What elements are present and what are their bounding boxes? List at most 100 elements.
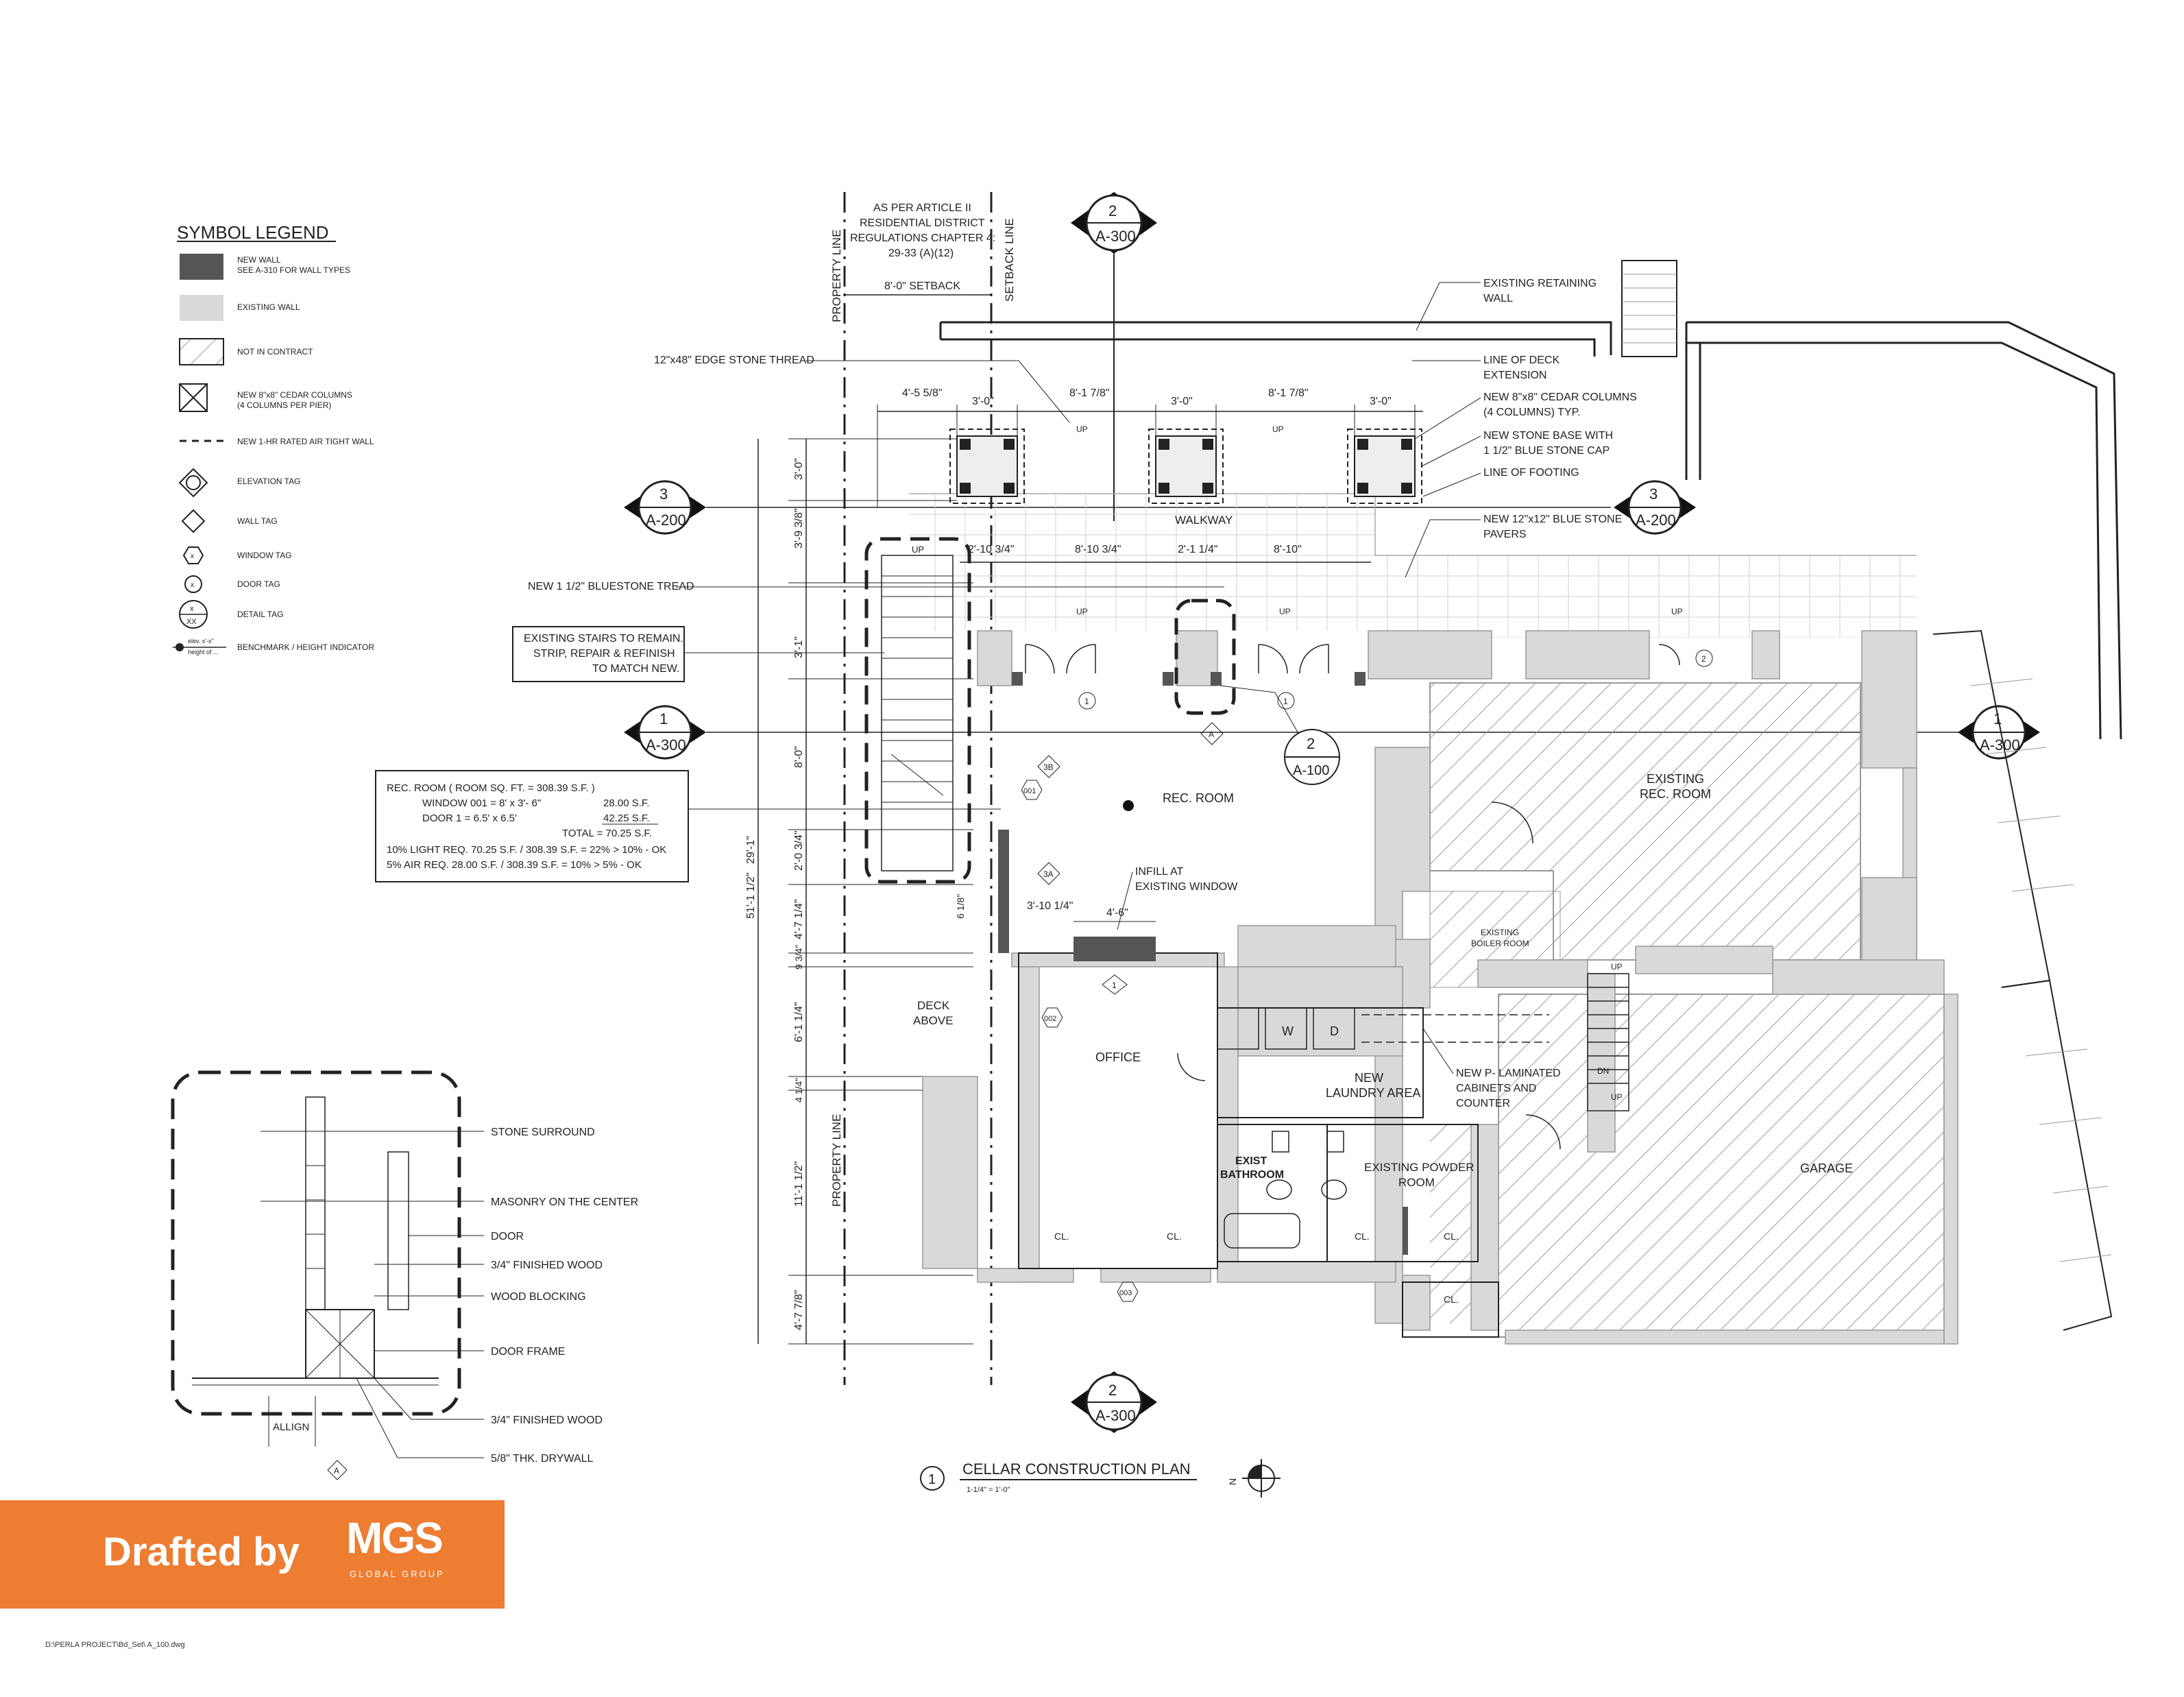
door-swings [1025, 644, 1680, 1150]
zoning-note-2: RESIDENTIAL DISTRICT [860, 217, 985, 229]
detail-label-3: DOOR [491, 1231, 524, 1242]
room-deck-1: DECK [917, 999, 950, 1012]
walkway-label: WALKWAY [1175, 514, 1233, 527]
legend-door-tag-icon [184, 575, 202, 593]
room-garage: GARAGE [1800, 1162, 1853, 1175]
stairs-note-3: TO MATCH NEW. [592, 663, 679, 675]
dn-label: DN [1597, 1066, 1609, 1076]
callout-laminated-1: NEW P- LAMINATED [1456, 1068, 1561, 1079]
property-line-label-top: PROPERTY LINE [830, 230, 843, 322]
plan-marks: 1 1 2 1 001 002 003 3B 3A A [1021, 649, 1713, 1302]
setback-dimension: 8'-0" SETBACK [884, 280, 960, 292]
legend-item-new-wall: NEW WALL [237, 255, 281, 265]
legend-elevation-tag-icon [178, 468, 208, 498]
dim-top-2: 3'-0" [972, 396, 994, 407]
dim-left-11: 4'-7 7/8" [793, 1290, 805, 1330]
legend-detail-tag-xx: XX [186, 618, 197, 626]
legend-detail-tag-x: x [190, 605, 194, 613]
dim-left-5: 2'-0 3/4" [793, 830, 805, 871]
up-label-2: UP [1272, 424, 1284, 434]
legend-benchmark-icon [173, 643, 226, 651]
tag-right1-sheet: A-300 [1980, 736, 2020, 754]
wall-mark-3a: 3A [1043, 869, 1054, 879]
symbol-legend: SYMBOL LEGEND NEW WALL SEE A-310 FOR WAL… [173, 222, 374, 655]
pier-1 [949, 429, 1025, 504]
detail-allign: ALLIGN [273, 1421, 309, 1433]
detail-tag-sheet: A-100 [1293, 763, 1329, 778]
stairs-note-1: EXISTING STAIRS TO REMAIN. [524, 633, 683, 645]
rec-room-benchmark [1123, 800, 1134, 811]
elevation-tag-right-1: 1 A-300 [1958, 705, 2040, 760]
elevation-tag-right-3: 3 A-200 [1614, 480, 1696, 535]
callout-cedar-2: (4 COLUMNS) TYP. [1483, 407, 1581, 418]
room-labels: REC. ROOM EXISTING REC. ROOM EXISTING BO… [913, 424, 1853, 1305]
drafted-by-text: Drafted by [103, 1530, 300, 1574]
room-office: OFFICE [1095, 1050, 1141, 1064]
calc-line-6: 5% AIR REQ. 28.00 S.F. / 308.39 S.F. = 1… [387, 859, 642, 871]
room-boiler-1: EXISTING [1481, 928, 1519, 937]
detail-label-1: STONE SURROUND [491, 1127, 595, 1138]
room-existing-rec-2: REC. ROOM [1640, 787, 1711, 801]
top-dimensions: 4'-5 5/8" 3'-0" 8'-1 7/8" 3'-0" 8'-1 7/8… [877, 387, 1423, 563]
stairs-note-2: STRIP, REPAIR & REFINISH [533, 648, 675, 660]
tag-top-sheet: A-300 [1095, 228, 1136, 245]
calc-line-2: WINDOW 001 = 8' x 3'- 6" [422, 797, 541, 809]
room-boiler-2: BOILER ROOM [1471, 939, 1529, 948]
legend-item-wall-tag: WALL TAG [237, 516, 278, 526]
room-existing-rec-1: EXISTING [1647, 772, 1704, 786]
dim-left-6: 4'-7 1/4" [793, 899, 805, 939]
closet-5: CL. [1444, 1294, 1459, 1305]
closet-2: CL. [1167, 1231, 1182, 1242]
dim-row-2: 8'-10 3/4" [1075, 544, 1121, 555]
tag-left1-num: 1 [659, 710, 668, 727]
callout-laminated-2: CABINETS AND [1456, 1083, 1536, 1094]
setback-line-label: SETBACK LINE [1003, 218, 1016, 302]
dim-row-4: 8'-10" [1274, 544, 1302, 555]
tag-bottom-sheet: A-300 [1095, 1407, 1136, 1424]
callout-footing: LINE OF FOOTING [1483, 467, 1579, 479]
legend-bench-elev: elev. x'-x" [188, 638, 214, 645]
tag-left3-sheet: A-200 [646, 511, 686, 529]
zoning-note-1: AS PER ARTICLE II [873, 202, 971, 214]
dim-infill-2: 4'-6" [1106, 907, 1128, 919]
detail-tag-a: A [334, 1466, 339, 1476]
door-mark-1c: 1 [1112, 980, 1117, 990]
pier-3 [1347, 429, 1422, 504]
calc-line-3: DOOR 1 = 6.5' x 6.5' [422, 813, 517, 824]
drafted-by-banner: Drafted by MGS GLOBAL GROUP [0, 1500, 505, 1609]
tag-right3-num: 3 [1649, 485, 1658, 503]
legend-window-tag-icon [182, 546, 204, 564]
legend-item-existing-wall: EXISTING WALL [237, 302, 300, 312]
retaining-wall [939, 260, 2122, 740]
room-bath-2: BATHROOM [1220, 1169, 1284, 1181]
up-label-5: UP [1671, 607, 1683, 616]
callout-pavers-2: PAVERS [1483, 529, 1527, 540]
up-label-3: UP [1076, 607, 1088, 616]
room-deck-2: ABOVE [913, 1014, 954, 1027]
callout-laminated-3: COUNTER [1456, 1098, 1510, 1109]
file-path: D:\PERLA PROJECT\Bd_Set\ A_100.dwg [45, 1641, 185, 1649]
legend-cedar-column-swatch [179, 383, 208, 412]
tag-right3-sheet: A-200 [1636, 511, 1676, 529]
door-mark-1: 1 [1084, 697, 1089, 706]
detail-label-2: MASONRY ON THE CENTER [491, 1196, 638, 1208]
up-label-1: UP [1076, 424, 1088, 434]
elevation-tag-left-1: 1 A-300 [624, 705, 1961, 760]
plan-title-num: 1 [928, 1472, 936, 1487]
callout-edge-stone: 12"x48" EDGE STONE THREAD [654, 354, 814, 366]
room-laundry-2: LAUNDRY AREA [1326, 1086, 1420, 1100]
up-label-7: UP [1611, 1092, 1623, 1102]
dim-top-3: 8'-1 7/8" [1069, 387, 1110, 399]
detail-label-4: 3/4" FINISHED WOOD [491, 1260, 603, 1271]
dryer-label: D [1330, 1024, 1339, 1038]
tag-left3-num: 3 [659, 485, 668, 503]
dim-left-3: 3'-1" [793, 636, 805, 658]
window-mark-002: 002 [1044, 1015, 1056, 1023]
left-dimensions: 3'-0" 3'-9 3/8" 3'-1" 8'-0" 2'-0 3/4" 4'… [745, 438, 973, 1345]
garage-stairs [1587, 973, 1629, 1111]
plan-title: 1 CELLAR CONSTRUCTION PLAN 1-1/4" = 1'-0… [920, 1459, 1281, 1497]
door-mark-1b: 1 [1283, 697, 1288, 706]
laundry-fixtures [1217, 1007, 1549, 1249]
up-label-6: UP [1611, 962, 1623, 972]
zoning-note-4: 29-33 (A)(12) [888, 248, 954, 259]
